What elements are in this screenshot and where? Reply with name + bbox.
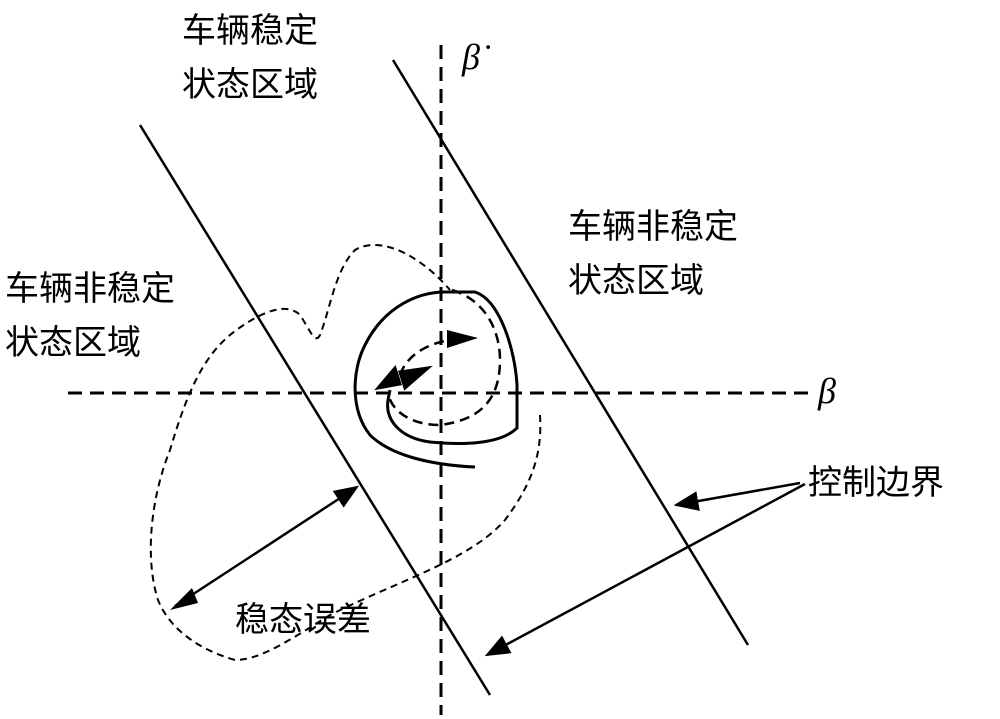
- stable-region-label: 车辆稳定 状态区域: [182, 4, 318, 112]
- unstable-region-left-label: 车辆非稳定 状态区域: [5, 262, 175, 370]
- control-boundary-label: 控制边界: [808, 463, 944, 503]
- unstable-region-right-label: 车辆非稳定 状态区域: [568, 200, 738, 308]
- unstable-left-line-2: 状态区域: [5, 323, 141, 363]
- unstable-right-line-1: 车辆非稳定: [568, 207, 738, 247]
- spiral-arrowhead-3: [398, 365, 433, 391]
- unstable-trajectory: [149, 244, 542, 662]
- unstable-right-line-2: 状态区域: [568, 261, 704, 301]
- steady-state-error-label: 稳态误差: [235, 600, 371, 640]
- spiral-arrowhead-1: [447, 330, 478, 348]
- stable-region-line-1: 车辆稳定: [182, 11, 318, 51]
- stable-spiral-dashed: [386, 288, 502, 427]
- spiral-arrowhead-2: [374, 364, 402, 391]
- unstable-left-line-1: 车辆非稳定: [5, 269, 175, 309]
- control-boundary-arrow-2: [484, 482, 806, 657]
- control-boundary-right: [391, 59, 750, 646]
- beta-dot-axis-label: β̇: [462, 37, 480, 77]
- steady-error-arrow: [174, 485, 360, 608]
- stable-region-line-2: 状态区域: [182, 65, 318, 105]
- stable-spiral-solid: [353, 290, 519, 469]
- steady-error-arrowhead-start: [170, 588, 198, 610]
- beta-axis-label: β: [818, 371, 836, 411]
- control-boundary-left: [138, 124, 492, 696]
- control-boundary-arrow-1: [673, 481, 801, 511]
